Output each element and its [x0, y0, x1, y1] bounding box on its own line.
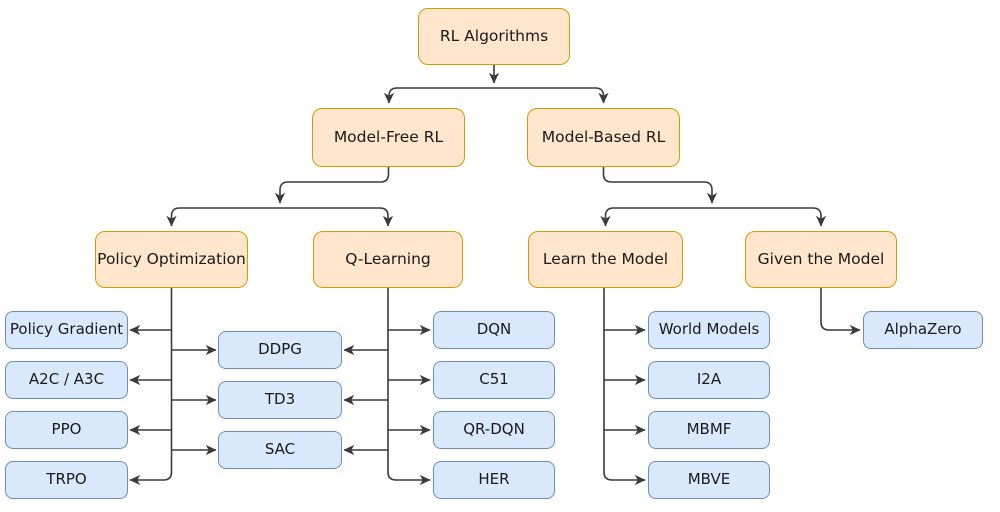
node-dqn: DQN — [433, 311, 555, 349]
node-learn-the-model: Learn the Model — [528, 231, 683, 288]
node-policy-optimization: Policy Optimization — [95, 231, 248, 288]
node-alphazero: AlphaZero — [863, 311, 983, 349]
node-trpo: TRPO — [5, 461, 128, 499]
node-c51: C51 — [433, 361, 555, 399]
node-sac: SAC — [218, 431, 342, 469]
node-given-the-model: Given the Model — [745, 231, 897, 288]
node-her: HER — [433, 461, 555, 499]
node-ddpg: DDPG — [218, 331, 342, 369]
node-model-free-rl: Model-Free RL — [312, 108, 465, 167]
node-qr-dqn: QR-DQN — [433, 411, 555, 449]
node-i2a: I2A — [648, 361, 770, 399]
node-policy-gradient: Policy Gradient — [5, 311, 128, 349]
node-rl-algorithms: RL Algorithms — [418, 8, 570, 65]
node-q-learning: Q-Learning — [313, 231, 463, 288]
node-a2c-a3c: A2C / A3C — [5, 361, 128, 399]
node-model-based-rl: Model-Based RL — [527, 108, 680, 167]
node-mbve: MBVE — [648, 461, 770, 499]
node-ppo: PPO — [5, 411, 128, 449]
node-world-models: World Models — [648, 311, 770, 349]
node-mbmf: MBMF — [648, 411, 770, 449]
node-td3: TD3 — [218, 381, 342, 419]
